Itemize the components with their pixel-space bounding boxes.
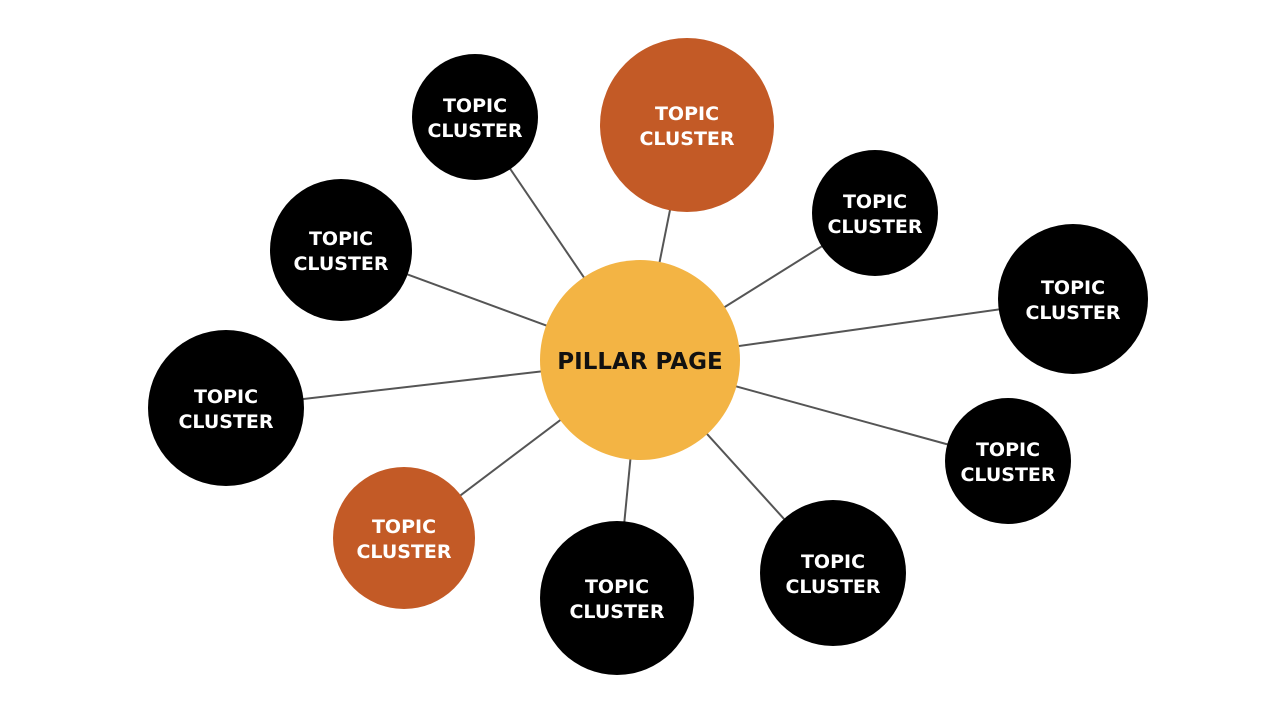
topic-cluster-node: TOPIC CLUSTER xyxy=(812,150,938,276)
topic-cluster-label-line1: TOPIC xyxy=(309,228,373,250)
topic-cluster-node: TOPIC CLUSTER xyxy=(760,500,906,646)
topic-cluster-label-line2: CLUSTER xyxy=(785,576,880,598)
topic-cluster-circle xyxy=(412,54,538,180)
topic-cluster-circle xyxy=(148,330,304,486)
topic-cluster-node: TOPIC CLUSTER xyxy=(998,224,1148,374)
topic-cluster-label-line1: TOPIC xyxy=(801,551,865,573)
topic-cluster-node: TOPIC CLUSTER xyxy=(540,521,694,675)
topic-cluster-node: TOPIC CLUSTER xyxy=(412,54,538,180)
topic-cluster-circle xyxy=(600,38,774,212)
pillar-circle xyxy=(540,260,740,460)
topic-cluster-label-line2: CLUSTER xyxy=(1025,302,1120,324)
topic-cluster-node: TOPIC CLUSTER xyxy=(945,398,1071,524)
pillar-node: PILLAR PAGE xyxy=(540,260,740,460)
topic-cluster-circle xyxy=(270,179,412,321)
topic-cluster-label-line2: CLUSTER xyxy=(960,464,1055,486)
pillar-label: PILLAR PAGE xyxy=(557,349,722,375)
topic-cluster-label-line2: CLUSTER xyxy=(356,541,451,563)
topic-cluster-circle xyxy=(945,398,1071,524)
topic-cluster-label-line2: CLUSTER xyxy=(293,253,388,275)
topic-cluster-label-line2: CLUSTER xyxy=(178,411,273,433)
topic-cluster-node: TOPIC CLUSTER xyxy=(333,467,475,609)
topic-cluster-circle xyxy=(333,467,475,609)
topic-cluster-label-line2: CLUSTER xyxy=(569,601,664,623)
topic-cluster-node: TOPIC CLUSTER xyxy=(600,38,774,212)
topic-cluster-label-line1: TOPIC xyxy=(194,386,258,408)
topic-cluster-circle xyxy=(540,521,694,675)
topic-cluster-label-line2: CLUSTER xyxy=(427,120,522,142)
topic-cluster-node: TOPIC CLUSTER xyxy=(270,179,412,321)
topic-cluster-circle xyxy=(812,150,938,276)
topic-cluster-label-line2: CLUSTER xyxy=(639,128,734,150)
topic-cluster-label-line1: TOPIC xyxy=(443,95,507,117)
cluster-nodes: TOPICCLUSTERTOPICCLUSTERTOPICCLUSTERTOPI… xyxy=(148,38,1148,675)
topic-cluster-label-line1: TOPIC xyxy=(585,576,649,598)
topic-cluster-circle xyxy=(760,500,906,646)
topic-cluster-node: TOPIC CLUSTER xyxy=(148,330,304,486)
topic-cluster-label-line1: TOPIC xyxy=(372,516,436,538)
topic-cluster-label-line1: TOPIC xyxy=(655,103,719,125)
topic-cluster-label-line1: TOPIC xyxy=(1041,277,1105,299)
topic-cluster-circle xyxy=(998,224,1148,374)
topic-cluster-label-line1: TOPIC xyxy=(976,439,1040,461)
topic-cluster-label-line2: CLUSTER xyxy=(827,216,922,238)
topic-cluster-label-line1: TOPIC xyxy=(843,191,907,213)
